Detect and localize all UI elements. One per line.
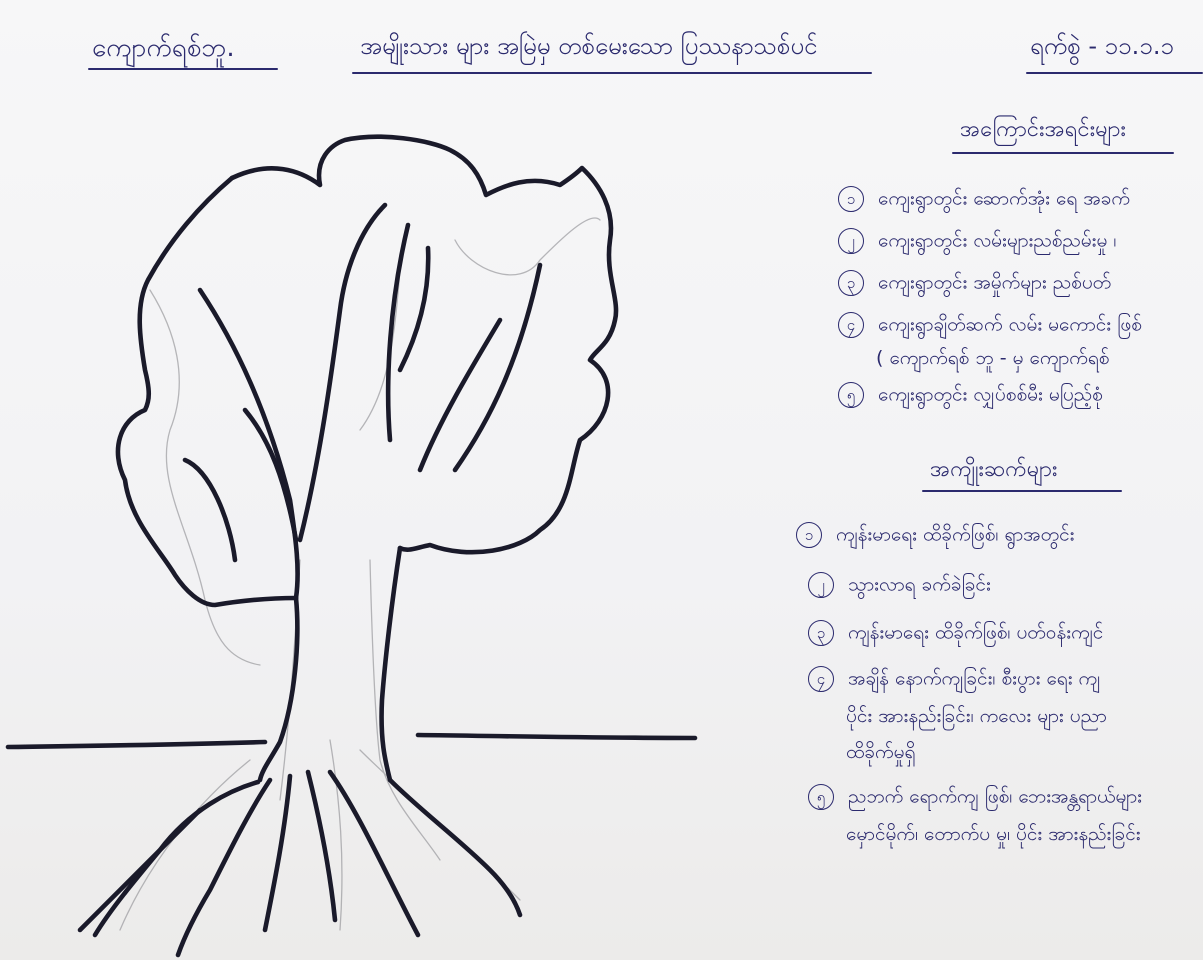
cause-number: ၅ [838,382,864,408]
effects-heading: အကျိုးဆက်များ [930,457,1058,482]
effect-item-5: ၅ ညဘက် ရောက်ကျ ဖြစ်၊ ဘေးအန္တရာယ်များ [808,784,1203,813]
cause-item-2: ၂ ကျေးရွာတွင်း လမ်းများညစ်ညမ်းမှု ၊ [838,228,1203,257]
cause-text: ကျေးရွာတွင်း ဆောက်အုံး ရေ အခက် [878,187,1131,210]
tree-ink [5,134,698,958]
branch-5 [417,317,503,473]
effect-item-1: ၁ ကျန်းမာရေး ထိခိုက်ဖြစ်၊ ရွာအတွင်း [796,522,1203,551]
branch-2 [242,407,299,543]
cause-number: ၃ [838,270,864,296]
trunk-left [257,595,300,783]
effect-item-3: ၃ ကျန်းမာရေး ထိခိုက်ဖြစ်၊ ပတ်ဝန်းကျင် [808,620,1203,649]
effect-text: ညဘက် ရောက်ကျ ဖြစ်၊ ဘေးအန္တရာယ်များ [848,785,1142,808]
cause-number: ၂ [838,228,864,254]
branch-3 [297,202,388,543]
page-title: အမျိုးသား များ အမြဲမှ တစ်မေးသော ပြဿနာသစ်… [360,32,818,60]
branch-7 [397,245,431,373]
cause-text: ကျေးရွာတွင်း လျှပ်စစ်မီး မပြည့်စုံ [878,383,1103,406]
cause-number: ၁ [838,186,864,212]
ground-line-left [5,739,268,750]
title-underline [352,72,872,74]
root-6 [387,777,523,918]
cause-item-4-continued: ( ကျောက်ရစ် ဘူ - မှ ကျောက်ရစ် [876,347,1110,369]
effect-text: သွားလာရ ခက်ခဲခြင်း [848,573,991,596]
ground-line-right [415,732,698,741]
causes-heading-underline [952,152,1174,154]
root-3 [262,773,293,933]
effect-number: ၄ [808,666,834,692]
effect-item-5-continued: မှောင်မိုက်၊ တောက်ပ မှု၊ ပိုင်း အားနည်းခ… [846,823,1141,845]
effect-item-4: ၄ အချိန် နောက်ကျခြင်း၊ စီးပွား ရေး ကျ [808,666,1203,695]
root-7 [77,807,203,933]
effect-number: ၃ [808,620,834,646]
root-2 [175,777,273,958]
date-underline [1026,72,1203,74]
cause-item-5: ၅ ကျေးရွာတွင်း လျှပ်စစ်မီး မပြည့်စုံ [838,382,1203,411]
village-underline [88,68,278,70]
cause-number: ၄ [838,312,864,338]
branch-4 [385,222,411,443]
branch-8 [182,457,238,563]
root-5 [327,769,421,938]
cause-text: ကျေးရွာချိတ်ဆက် လမ်း မကောင်း ဖြစ် [878,313,1142,336]
effect-item-4-continued-2: ထိခိုက်မှုရှိ [846,741,916,763]
village-name: ကျောက်ရစ်ဘူ. [92,33,235,63]
root-4 [305,769,338,923]
effect-text: အချိန် နောက်ကျခြင်း၊ စီးပွား ရေး ကျ [848,667,1101,690]
root-1 [92,779,261,938]
branch-1 [197,287,300,601]
effect-number: ၂ [808,572,834,598]
cause-item-1: ၁ ကျေးရွာတွင်း ဆောက်အုံး ရေ အခက် [838,186,1203,215]
causes-heading: အကြောင်းအရင်းများ [960,117,1126,142]
canopy-outline [229,134,619,555]
effect-item-2: ၂ သွားလာရ ခက်ခဲခြင်း [808,572,1203,601]
effect-number: ၁ [796,522,822,548]
cause-item-4: ၄ ကျေးရွာချိတ်ဆက် လမ်း မကောင်း ဖြစ် [838,312,1203,341]
date-label: ရက်စွဲ - ၁၁.၁.၁ [1030,32,1174,60]
branch-6 [452,262,543,473]
effect-number: ၅ [808,784,834,810]
effect-item-4-continued: ပိုင်း အားနည်းခြင်း၊ ကလေး များ ပညာ [846,705,1107,727]
canopy-left-outline [115,175,299,608]
cause-text: ကျေးရွာတွင်း အမှိုက်များ ညစ်ပတ် [878,271,1112,294]
effects-heading-underline [922,490,1122,492]
effect-text: ကျန်းမာရေး ထိခိုက်ဖြစ်၊ ပတ်ဝန်းကျင် [848,621,1104,644]
trunk-right [379,545,403,783]
cause-item-3: ၃ ကျေးရွာတွင်း အမှိုက်များ ညစ်ပတ် [838,270,1203,299]
cause-text: ကျေးရွာတွင်း လမ်းများညစ်ညမ်းမှု ၊ [878,229,1117,252]
effect-text: ကျန်းမာရေး ထိခိုက်ဖြစ်၊ ရွာအတွင်း [836,523,1075,546]
